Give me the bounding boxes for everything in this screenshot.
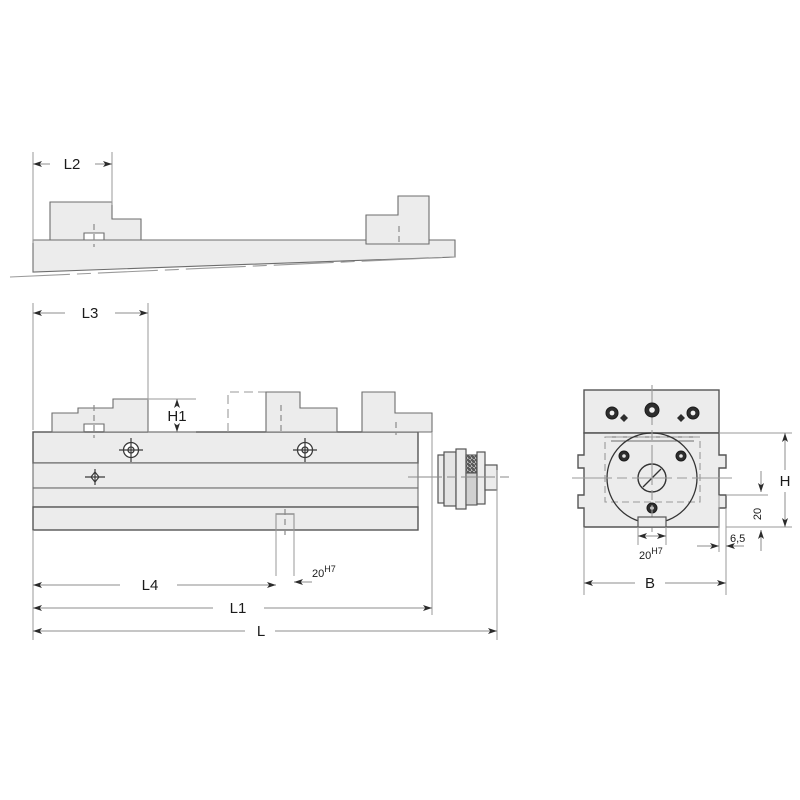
dimension-label-bore-main: 20H7 <box>312 564 336 580</box>
dimension-label-b: B <box>645 575 655 592</box>
dimension-label-l: L <box>257 623 265 640</box>
dimension-label-h: H <box>780 473 791 490</box>
top-view-left-jaw <box>49 201 142 241</box>
end-top-bolt-left <box>605 406 628 422</box>
dimension-label-l4: L4 <box>142 577 159 594</box>
main-bore-crosshair-upper <box>119 438 143 462</box>
end-top-bolt-centre <box>644 402 660 418</box>
dimension-label-l2: L2 <box>64 156 81 173</box>
view-main-elevation: L3 H1 20H7 L4 L1 L <box>32 303 512 640</box>
end-mounting-bolt-left <box>618 450 630 462</box>
dimension-label-l3: L3 <box>82 305 99 322</box>
dimension-label-twenty: 20 <box>752 508 764 520</box>
end-bottom-bore <box>637 516 667 528</box>
spindle-collar-5 <box>476 451 486 505</box>
spindle-collar-2 <box>443 451 457 507</box>
end-top-bolt-right <box>677 406 700 422</box>
view-top-profile: L2 <box>9 152 456 278</box>
main-body-band-2 <box>32 462 419 489</box>
main-body-band-1 <box>32 431 419 464</box>
main-spindle-assembly <box>408 448 512 510</box>
dimension-label-six-five: 6,5 <box>730 533 745 545</box>
main-bore-crosshair-upper-2 <box>293 438 317 462</box>
view-end-elevation: 20H7 6,5 H 20 B <box>572 385 792 595</box>
main-body-band-3 <box>32 487 419 508</box>
top-view-taper-line <box>9 256 456 278</box>
spindle-collar-3 <box>455 448 467 510</box>
main-locating-pin-symbol <box>85 469 105 485</box>
spindle-knurled-section <box>465 454 478 474</box>
end-mounting-bolt-right <box>675 450 687 462</box>
main-body-band-4 <box>32 506 419 531</box>
dimension-label-l1: L1 <box>230 600 247 617</box>
spindle-collar-1 <box>437 454 445 504</box>
top-view-right-jaw <box>365 195 430 245</box>
spindle-collar-4 <box>465 472 478 506</box>
main-middle-jaw <box>265 391 338 433</box>
dimension-label-bore-end: 20H7 <box>639 546 663 562</box>
dimension-label-h1: H1 <box>167 408 186 425</box>
